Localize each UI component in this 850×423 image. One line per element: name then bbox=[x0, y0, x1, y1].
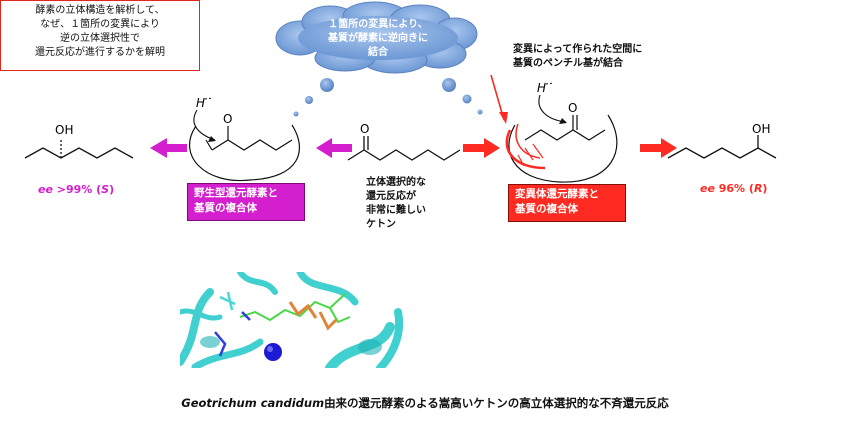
ee-left-value: >99% ( bbox=[52, 183, 102, 196]
wild-type-complex-label: 野生型還元酵素と 基質の複合体 bbox=[187, 183, 305, 221]
cloud-line-1: １箇所の変異により、 bbox=[328, 19, 428, 30]
hydride-label-mutant: H bbox=[537, 81, 546, 95]
hydride-attack-mutant: H bbox=[537, 81, 567, 124]
wild-type-enzyme-pocket bbox=[189, 124, 300, 182]
mutant-box-line-2: 基質の複合体 bbox=[515, 203, 578, 215]
ee-right-value: 96% ( bbox=[714, 182, 754, 195]
ee-right-config: R bbox=[753, 182, 763, 195]
product-r-alcohol bbox=[667, 135, 777, 159]
thought-cloud bbox=[275, 1, 478, 74]
carbonyl-o-wild: O bbox=[223, 112, 232, 126]
mutation-note-line-1: 変異によって作られた空間に bbox=[513, 44, 643, 55]
analysis-line-3: 逆の立体選択性で bbox=[60, 33, 140, 44]
center-note-line-1: 立体選択的な bbox=[366, 177, 426, 188]
analysis-line-1: 酵素の立体構造を解析して、 bbox=[35, 5, 165, 16]
structure-analysis-note: 酵素の立体構造を解析して、 なぜ、１箇所の変異により 逆の立体選択性で 還元反応… bbox=[0, 0, 200, 71]
arrow-to-r-product bbox=[640, 138, 677, 158]
hydride-label-wild: H bbox=[196, 96, 205, 110]
center-note-line-3: 非常に難しい bbox=[366, 205, 426, 216]
mutant-box-line-1: 変異体還元酵素と bbox=[515, 188, 599, 200]
caption-text: 由来の還元酵素のよる嵩高いケトンの高立体選択的な不斉還元反応 bbox=[324, 396, 669, 410]
mutation-cavity bbox=[505, 123, 546, 170]
carbonyl-o-center: O bbox=[360, 122, 369, 136]
oh-label-left: OH bbox=[55, 123, 73, 137]
wild-box-line-2: 基質の複合体 bbox=[194, 202, 257, 214]
mutant-complex-label: 変異体還元酵素と 基質の複合体 bbox=[508, 184, 626, 222]
ee-left-config: S bbox=[101, 183, 110, 196]
mutation-note: 変異によって作られた空間に 基質のペンチル基が結合 bbox=[513, 43, 642, 71]
ee-left-suffix: ) bbox=[109, 183, 115, 196]
cloud-dots-left bbox=[293, 78, 334, 117]
center-note-line-2: 還元反応が bbox=[366, 191, 416, 202]
ee-right-prefix: ee bbox=[700, 182, 715, 195]
carbonyl-o-mutant: O bbox=[568, 101, 577, 115]
cloud-line-2: 基質が酵素に逆向きに bbox=[328, 33, 428, 44]
cloud-line-3: 結合 bbox=[368, 47, 388, 58]
caption-organism: Geotrichum candidum bbox=[181, 396, 325, 410]
arrow-to-mutant-complex bbox=[463, 138, 500, 158]
ee-right-label: ee 96% (R) bbox=[700, 182, 767, 195]
center-note-line-4: ケトン bbox=[366, 219, 396, 230]
wild-box-line-1: 野生型還元酵素と bbox=[194, 187, 278, 199]
mutant-enzyme-pocket bbox=[508, 114, 618, 183]
enzyme-crystal-structure bbox=[180, 272, 403, 368]
cloud-dots-right bbox=[442, 78, 483, 115]
figure-caption: Geotrichum candidum由来の還元酵素のよる嵩高いケトンの高立体選… bbox=[0, 395, 850, 411]
oh-label-right: OH bbox=[752, 122, 770, 136]
ee-left-label: ee >99% (S) bbox=[38, 183, 114, 196]
mutation-pointer bbox=[490, 74, 508, 124]
analysis-line-4: 還元反応が進行するかを解明 bbox=[35, 47, 165, 58]
product-s-alcohol bbox=[24, 138, 134, 159]
cloud-note: １箇所の変異により、 基質が酵素に逆向きに 結合 bbox=[283, 18, 473, 60]
arrow-to-wild-complex bbox=[316, 138, 352, 158]
analysis-line-2: なぜ、１箇所の変異により bbox=[40, 19, 160, 30]
ee-left-prefix: ee bbox=[38, 183, 53, 196]
difficult-ketone-note: 立体選択的な 還元反応が 非常に難しい ケトン bbox=[366, 176, 426, 232]
arrow-to-s-product bbox=[150, 138, 187, 158]
ketone-substrate bbox=[347, 136, 461, 161]
hydride-attack-wild: H bbox=[193, 96, 216, 142]
ee-right-suffix: ) bbox=[762, 182, 768, 195]
mutation-note-line-2: 基質のペンチル基が結合 bbox=[513, 58, 623, 69]
